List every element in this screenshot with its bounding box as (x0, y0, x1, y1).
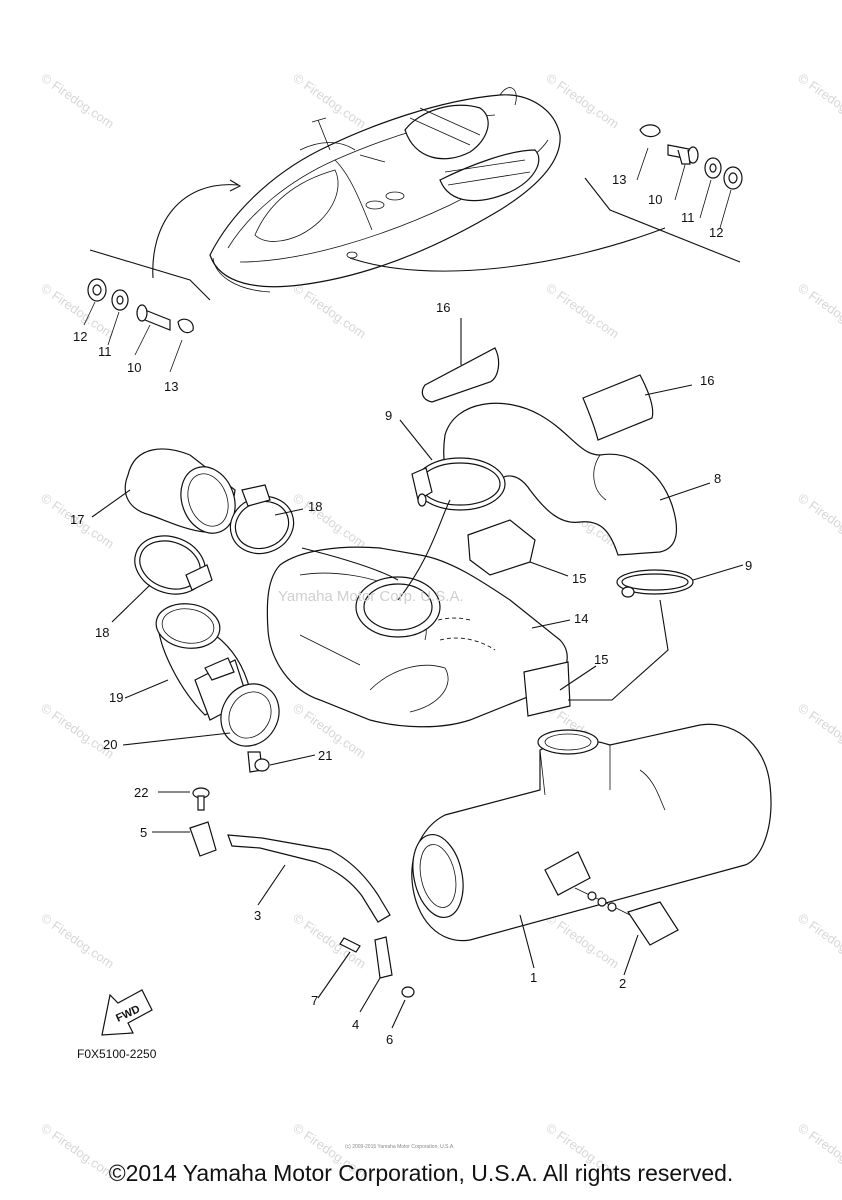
tiny-copyright-notice: (c) 2009-2015 Yamaha Motor Corporation, … (345, 1144, 455, 1150)
callout-7: 7 (311, 993, 318, 1008)
callout-13-right: 13 (612, 172, 626, 187)
callout-19: 19 (109, 690, 123, 705)
bracket-3 (227, 834, 391, 923)
callout-1: 1 (530, 970, 537, 985)
pad-16-upper (421, 347, 500, 403)
left-fitting-bracket (89, 249, 211, 301)
elbow-19 (155, 603, 251, 721)
left-fitting-arrow (152, 184, 239, 279)
watermark-text: © Firedog.com (290, 910, 369, 971)
clamp-18-lower (134, 535, 213, 595)
callout-labels: 16 16 13 10 11 12 12 11 10 13 9 8 17 18 … (70, 172, 752, 1047)
callout-10-right: 10 (648, 192, 662, 207)
watermark-text: © Firedog.com (38, 700, 117, 761)
callout-18-lower: 18 (95, 625, 109, 640)
left-hose-fitting-group (87, 278, 194, 334)
watermark-text: © Firedog.com (38, 910, 117, 971)
callout-3: 3 (254, 908, 261, 923)
clamp-9-lower (616, 569, 694, 598)
callout-16-upper: 16 (436, 300, 450, 315)
callout-14: 14 (574, 611, 588, 626)
callout-16-right: 16 (700, 373, 714, 388)
watermark-text: © Firedog.com (38, 70, 117, 131)
pad-15-lower (523, 661, 571, 717)
callout-15-lower: 15 (594, 652, 608, 667)
watermark-text: © Firedog.com (795, 280, 842, 341)
pad-15-upper (467, 519, 536, 576)
right-hose-fitting-group (639, 124, 743, 190)
callout-9-lower: 9 (745, 558, 752, 573)
watermark-text: © Firedog.com (543, 280, 622, 341)
callout-13-left: 13 (164, 379, 178, 394)
callout-2: 2 (619, 976, 626, 991)
callout-22: 22 (134, 785, 148, 800)
callout-11-right: 11 (681, 210, 695, 225)
clamp-18-upper (229, 484, 295, 555)
plate-4 (374, 936, 393, 979)
callout-11-left: 11 (98, 344, 112, 359)
callout-12-right: 12 (709, 225, 723, 240)
diagram-code: F0X5100-2250 (77, 1047, 157, 1061)
callout-6: 6 (386, 1032, 393, 1047)
callout-9-upper: 9 (385, 408, 392, 423)
callout-20: 20 (103, 737, 117, 752)
washer-6 (401, 986, 415, 998)
forward-direction-arrow: FWD (101, 989, 153, 1036)
watermark-text: © Firedog.com (290, 490, 369, 551)
callout-17: 17 (70, 512, 84, 527)
rivet-7 (339, 937, 361, 953)
gasket-20 (220, 683, 280, 747)
holder-5 (189, 821, 217, 857)
leader-lines (91, 318, 744, 1029)
callout-18-upper: 18 (308, 499, 322, 514)
bolt-22 (192, 787, 210, 811)
callout-21: 21 (318, 748, 332, 763)
callout-12-left: 12 (73, 329, 87, 344)
watermark-text: © Firedog.com (795, 910, 842, 971)
copyright-footer: ©2014 Yamaha Motor Corporation, U.S.A. A… (108, 1160, 734, 1186)
muffler-1 (411, 723, 772, 942)
watermark-text: © Firedog.com (290, 280, 369, 341)
watermark-text: © Firedog.com (290, 70, 369, 131)
watermark-text: © Firedog.com (543, 910, 622, 971)
callout-4: 4 (352, 1017, 359, 1032)
center-watermark: Yamaha Motor Corp. U.S.A. (278, 588, 464, 605)
watermark-text: © Firedog.com (795, 70, 842, 131)
hose-17 (124, 448, 236, 534)
clamp-9-upper (411, 457, 506, 511)
callout-10-left: 10 (127, 360, 141, 375)
watermark-text: © Firedog.com (795, 700, 842, 761)
callout-15-upper: 15 (572, 571, 586, 586)
right-fitting-bracket (584, 177, 741, 263)
bolt-21 (247, 751, 270, 773)
watermark-text: © Firedog.com (795, 490, 842, 551)
water-box-14 (266, 546, 568, 728)
watercraft-illustration (209, 87, 561, 293)
callout-8: 8 (714, 471, 721, 486)
pad-16-right (582, 374, 654, 441)
bracket-2 (574, 887, 679, 946)
callout-5: 5 (140, 825, 147, 840)
